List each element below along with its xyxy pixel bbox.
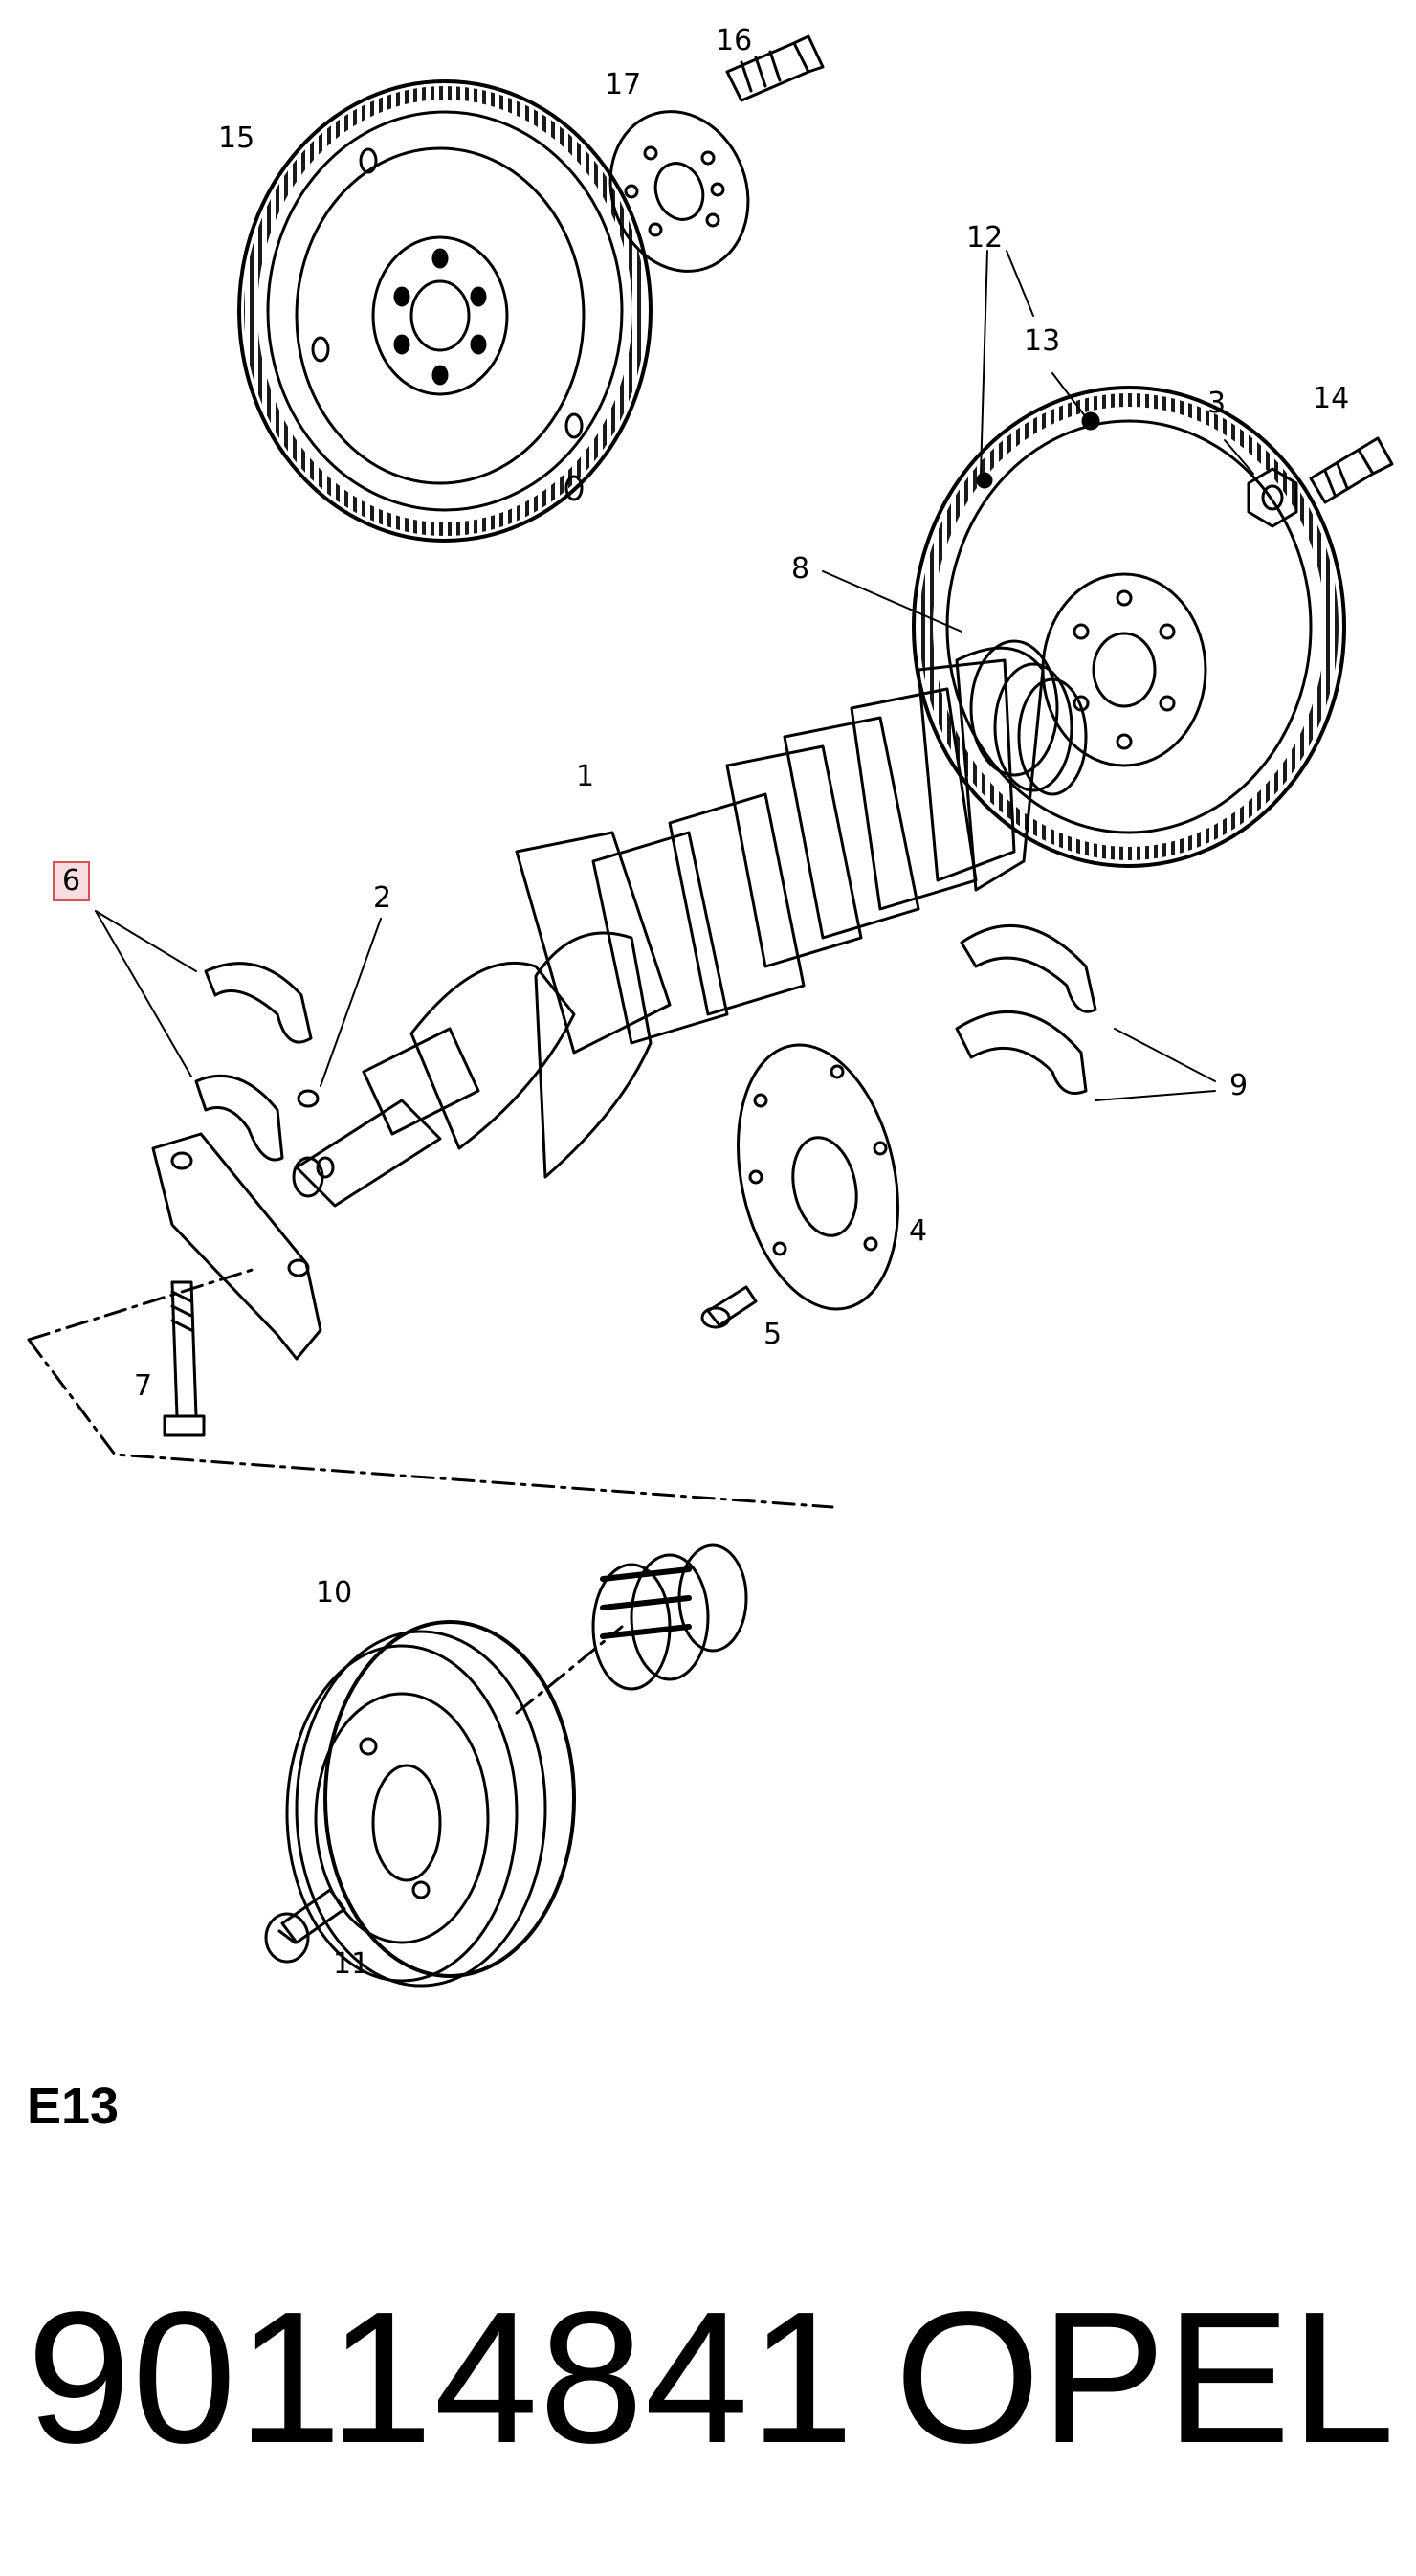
- callout-label-5[interactable]: 5: [763, 1318, 783, 1351]
- section-code: E13: [27, 2077, 120, 2135]
- nut-3: [1247, 467, 1298, 528]
- flywheel-15: [237, 79, 653, 543]
- callout-label-2[interactable]: 2: [373, 881, 392, 915]
- flexplate-17: [608, 110, 750, 273]
- bearing-shells-9: [955, 923, 1097, 1095]
- callout-label-17[interactable]: 17: [605, 68, 642, 101]
- callout-label-7[interactable]: 7: [134, 1369, 153, 1403]
- callout-label-8[interactable]: 8: [791, 552, 810, 586]
- callout-label-15[interactable]: 15: [218, 122, 255, 155]
- crankshaft-1: [292, 639, 1088, 1208]
- callout-label-12[interactable]: 12: [966, 221, 1004, 255]
- callout-label-9[interactable]: 9: [1229, 1069, 1249, 1102]
- part-number: 90114841: [27, 2273, 855, 2482]
- bolt-16: [725, 34, 825, 102]
- callout-label-3[interactable]: 3: [1207, 387, 1227, 420]
- callout-label-14[interactable]: 14: [1313, 382, 1350, 415]
- assembly-lines: [27, 1266, 834, 1715]
- diagram-drawing: [27, 34, 1394, 1988]
- callout-label-10[interactable]: 10: [316, 1576, 353, 1610]
- screw-5: [700, 1285, 758, 1329]
- callout-label-16[interactable]: 16: [716, 24, 753, 57]
- thrust-washer-4: [737, 1043, 899, 1311]
- key-2: [297, 1089, 320, 1108]
- bolt-11: [264, 1888, 346, 1964]
- pulley-10: [285, 1620, 576, 1988]
- callout-label-11[interactable]: 11: [333, 1947, 370, 1981]
- callout-label-4[interactable]: 4: [909, 1214, 928, 1248]
- callout-label-13[interactable]: 13: [1024, 324, 1061, 358]
- callout-label-1[interactable]: 1: [576, 760, 595, 793]
- bolt-14: [1309, 436, 1394, 504]
- callout-label-6[interactable]: 6: [53, 861, 91, 901]
- bolt-7: [163, 1280, 206, 1437]
- flywheel-12: [912, 386, 1346, 868]
- leader-lines: [95, 250, 1254, 1101]
- crank-gear: [591, 1543, 748, 1691]
- bearing-cap: [151, 1132, 322, 1361]
- bearing-shells-6: [194, 962, 313, 1162]
- brand-name: OPEL: [895, 2273, 1395, 2482]
